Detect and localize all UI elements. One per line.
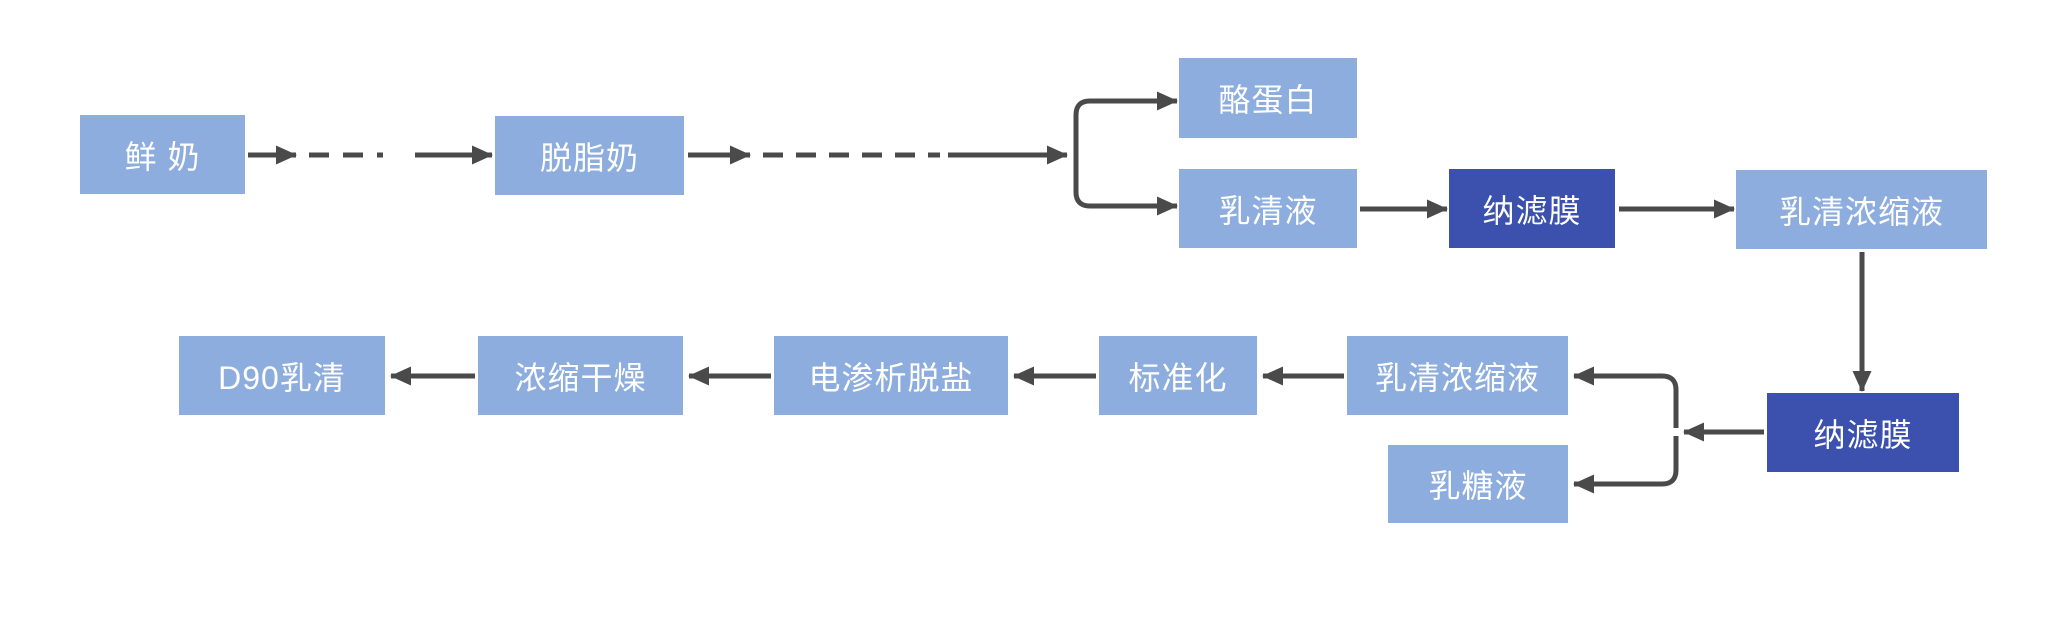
edge-branch-2-to-whey-concentrate-2	[1573, 366, 1679, 428]
node-fresh-milk: 鲜 奶	[80, 115, 245, 194]
node-casein: 酪蛋白	[1179, 58, 1357, 138]
edge-branch-1-to-whey-liquid	[1073, 150, 1178, 216]
node-standardization: 标准化	[1099, 336, 1257, 415]
node-nf-membrane-2: 纳滤膜	[1767, 393, 1959, 472]
node-electrodialysis-desalting: 电渗析脱盐	[774, 336, 1008, 415]
node-whey-concentrate-2: 乳清浓缩液	[1347, 336, 1568, 415]
node-whey-concentrate-1: 乳清浓缩液	[1736, 170, 1987, 249]
node-skim-milk: 脱脂奶	[495, 116, 684, 195]
node-concentration-drying: 浓缩干燥	[478, 336, 683, 415]
node-lactose-liquid: 乳糖液	[1388, 445, 1568, 523]
node-nf-membrane-1: 纳滤膜	[1449, 169, 1615, 248]
node-whey-liquid: 乳清液	[1179, 169, 1357, 248]
edge-branch-1-to-casein	[1073, 91, 1178, 160]
edge-branch-2-to-lactose-liquid	[1573, 436, 1679, 494]
node-d90-whey: D90乳清	[179, 336, 385, 415]
